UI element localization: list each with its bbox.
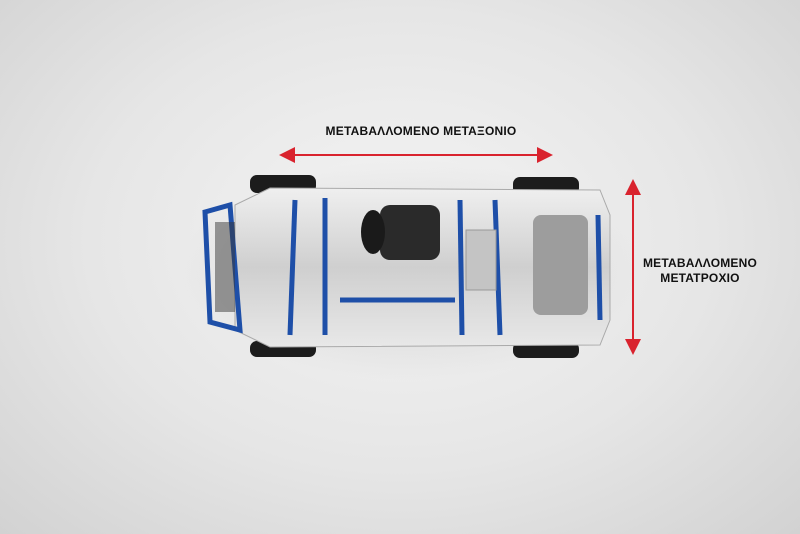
rear-right-tire <box>513 342 579 358</box>
track-label: ΜΕΤΑΒΑΛΛΟΜΕΝΟ ΜΕΤΑΤΡΟΧΙΟ <box>640 256 760 286</box>
track-label-line1: ΜΕΤΑΒΑΛΛΟΜΕΝΟ <box>642 256 758 270</box>
track-label-line2: ΜΕΤΑΤΡΟΧΙΟ <box>660 271 740 285</box>
blue-reinforcements <box>287 198 603 336</box>
wheelbase-label: ΜΕΤΑΒΑΛΛΟΜΕΝΟ ΜΕΤΑΞΟΝΙΟ <box>325 124 517 138</box>
driver-seat <box>361 205 440 260</box>
front-crash-frame <box>202 201 243 334</box>
floor-pan <box>234 187 611 348</box>
fuel-tank <box>465 229 497 291</box>
radiator <box>215 222 235 312</box>
spare-wheel-well <box>533 215 588 315</box>
